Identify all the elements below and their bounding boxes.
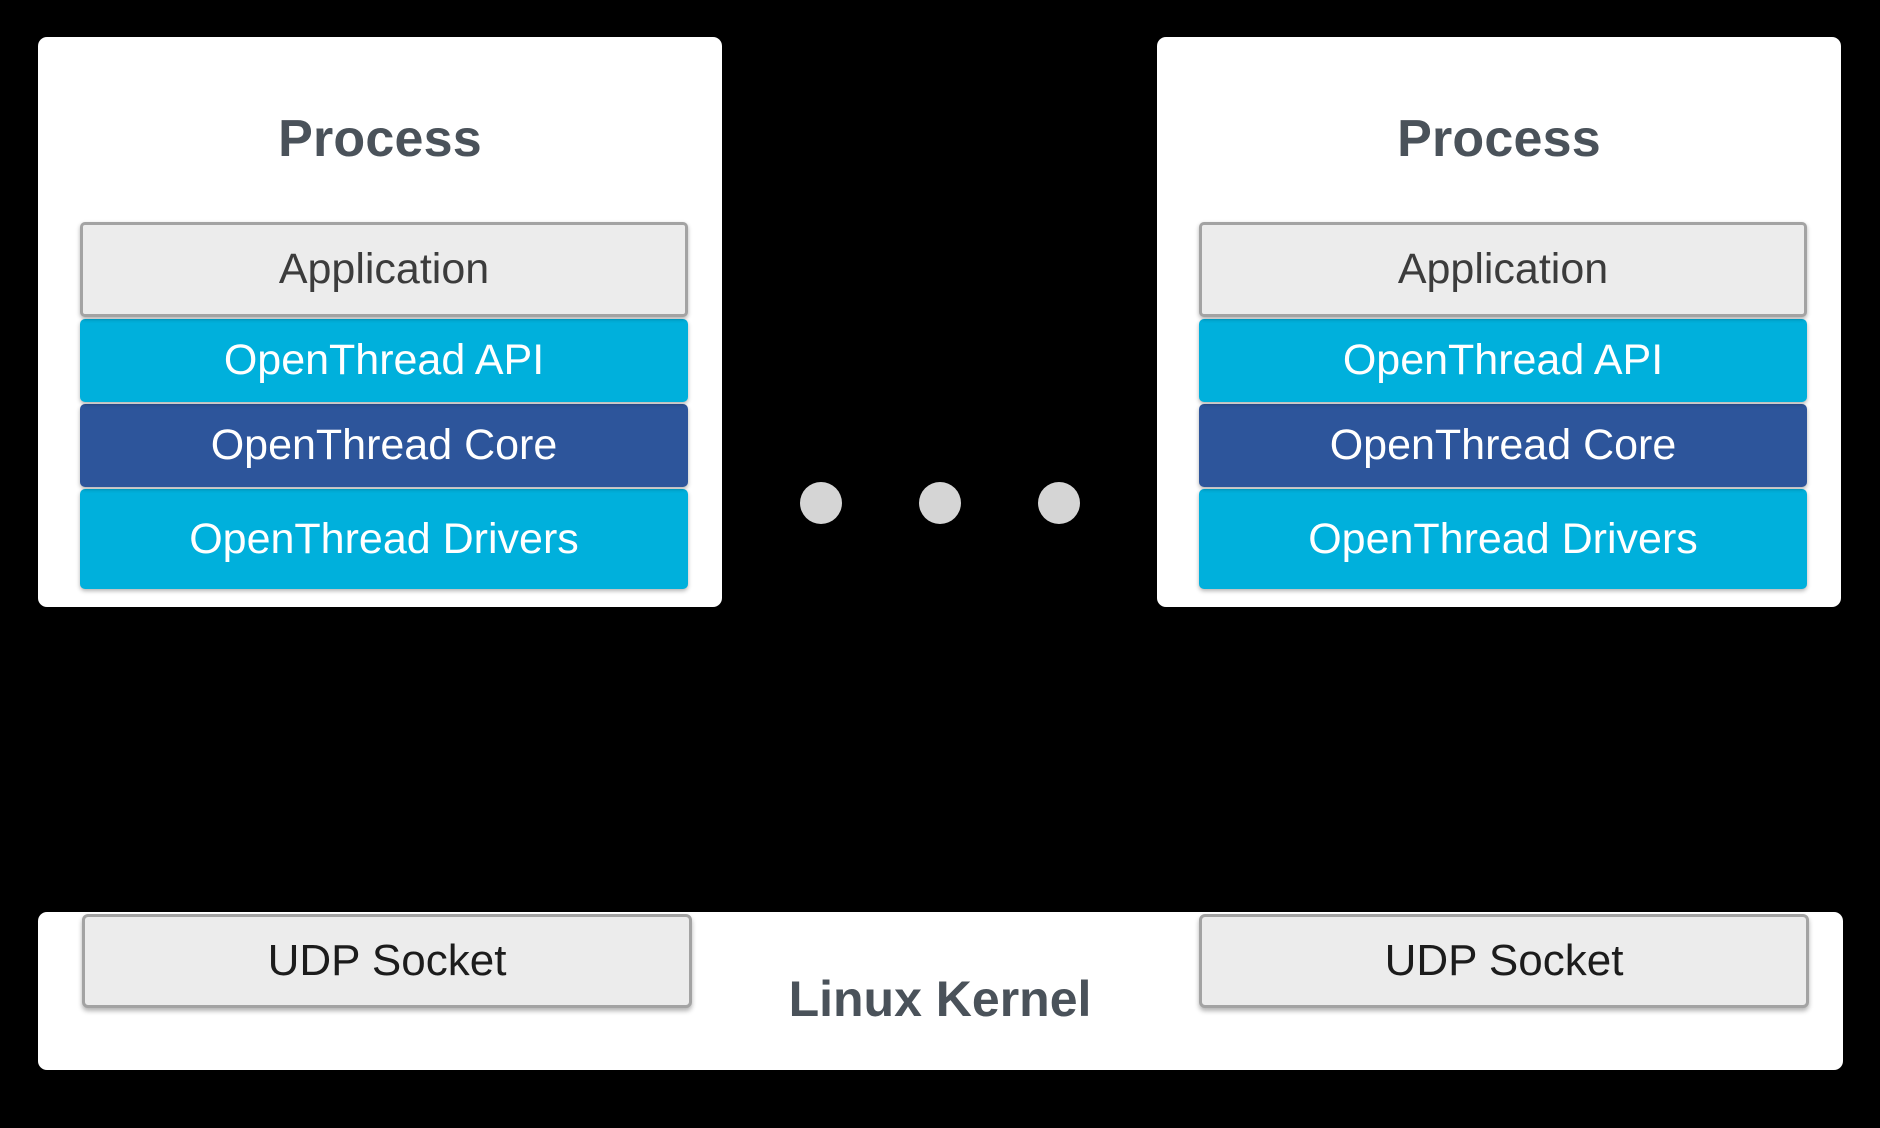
layer-application-right: Application — [1199, 222, 1807, 317]
process-box-right: Process Application OpenThread API OpenT… — [1157, 37, 1841, 607]
ellipsis-dot-icon — [1038, 482, 1080, 524]
stack-right: Application OpenThread API OpenThread Co… — [1199, 222, 1807, 589]
layer-application-left: Application — [80, 222, 688, 317]
arrow-up-icon-right — [1482, 638, 1518, 730]
process-title-right: Process — [1397, 110, 1601, 168]
layer-openthread-api-right: OpenThread API — [1199, 319, 1807, 402]
ellipsis-dot-icon — [919, 482, 961, 524]
layer-openthread-core-right: OpenThread Core — [1199, 404, 1807, 487]
ellipsis-dots — [800, 481, 1080, 525]
process-box-left: Process Application OpenThread API OpenT… — [38, 37, 722, 607]
layer-openthread-core-left: OpenThread Core — [80, 404, 688, 487]
layer-openthread-api-left: OpenThread API — [80, 319, 688, 402]
udp-socket-left: UDP Socket — [82, 914, 692, 1008]
process-title-left: Process — [278, 110, 482, 168]
stack-left: Application OpenThread API OpenThread Co… — [80, 222, 688, 589]
kernel-title: Linux Kernel — [788, 971, 1092, 1027]
ellipsis-dot-icon — [800, 482, 842, 524]
layer-openthread-drivers-right: OpenThread Drivers — [1199, 489, 1807, 589]
arrow-up-icon-left — [364, 638, 400, 730]
layer-openthread-drivers-left: OpenThread Drivers — [80, 489, 688, 589]
udp-socket-right: UDP Socket — [1199, 914, 1809, 1008]
